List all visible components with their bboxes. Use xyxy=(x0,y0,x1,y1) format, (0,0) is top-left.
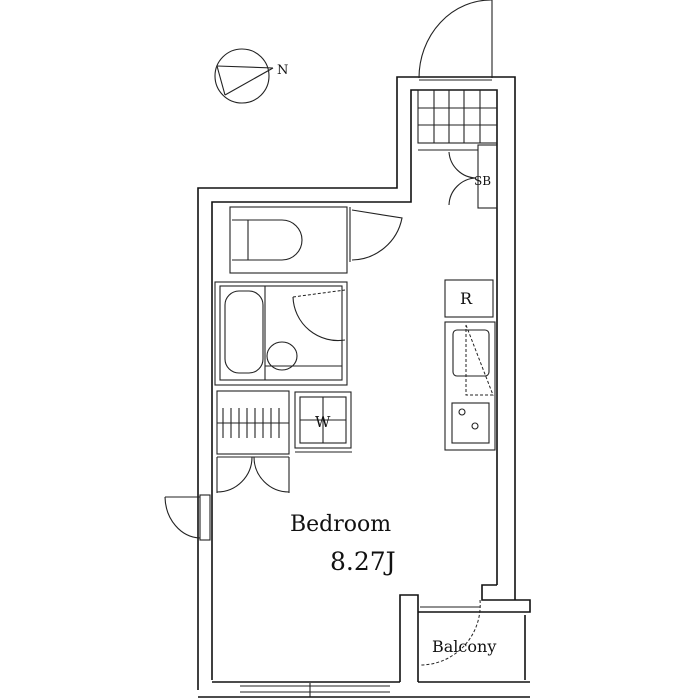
washing-machine-space: W xyxy=(294,391,352,453)
refrigerator-label: R xyxy=(460,289,473,308)
closet xyxy=(216,390,290,493)
side-door xyxy=(164,494,211,541)
balcony-label: Balcony xyxy=(432,637,496,656)
compass-label: N xyxy=(277,63,288,78)
north-compass-icon: N xyxy=(214,48,288,104)
washer-label: W xyxy=(315,413,331,431)
entrance-tile-floor xyxy=(417,89,498,151)
exterior-walls xyxy=(197,76,531,698)
refrigerator-space: R xyxy=(444,279,494,318)
window xyxy=(240,683,390,697)
entrance-door xyxy=(418,0,493,81)
toilet-room xyxy=(229,206,403,274)
bathroom xyxy=(214,281,348,386)
kitchen-counter xyxy=(444,321,496,451)
balcony-door xyxy=(419,599,481,666)
bedroom-size: 8.27J xyxy=(330,547,396,576)
shoe-box: SB xyxy=(448,144,498,209)
bedroom-label: Bedroom xyxy=(290,512,391,537)
shoe-box-label: SB xyxy=(474,174,491,188)
